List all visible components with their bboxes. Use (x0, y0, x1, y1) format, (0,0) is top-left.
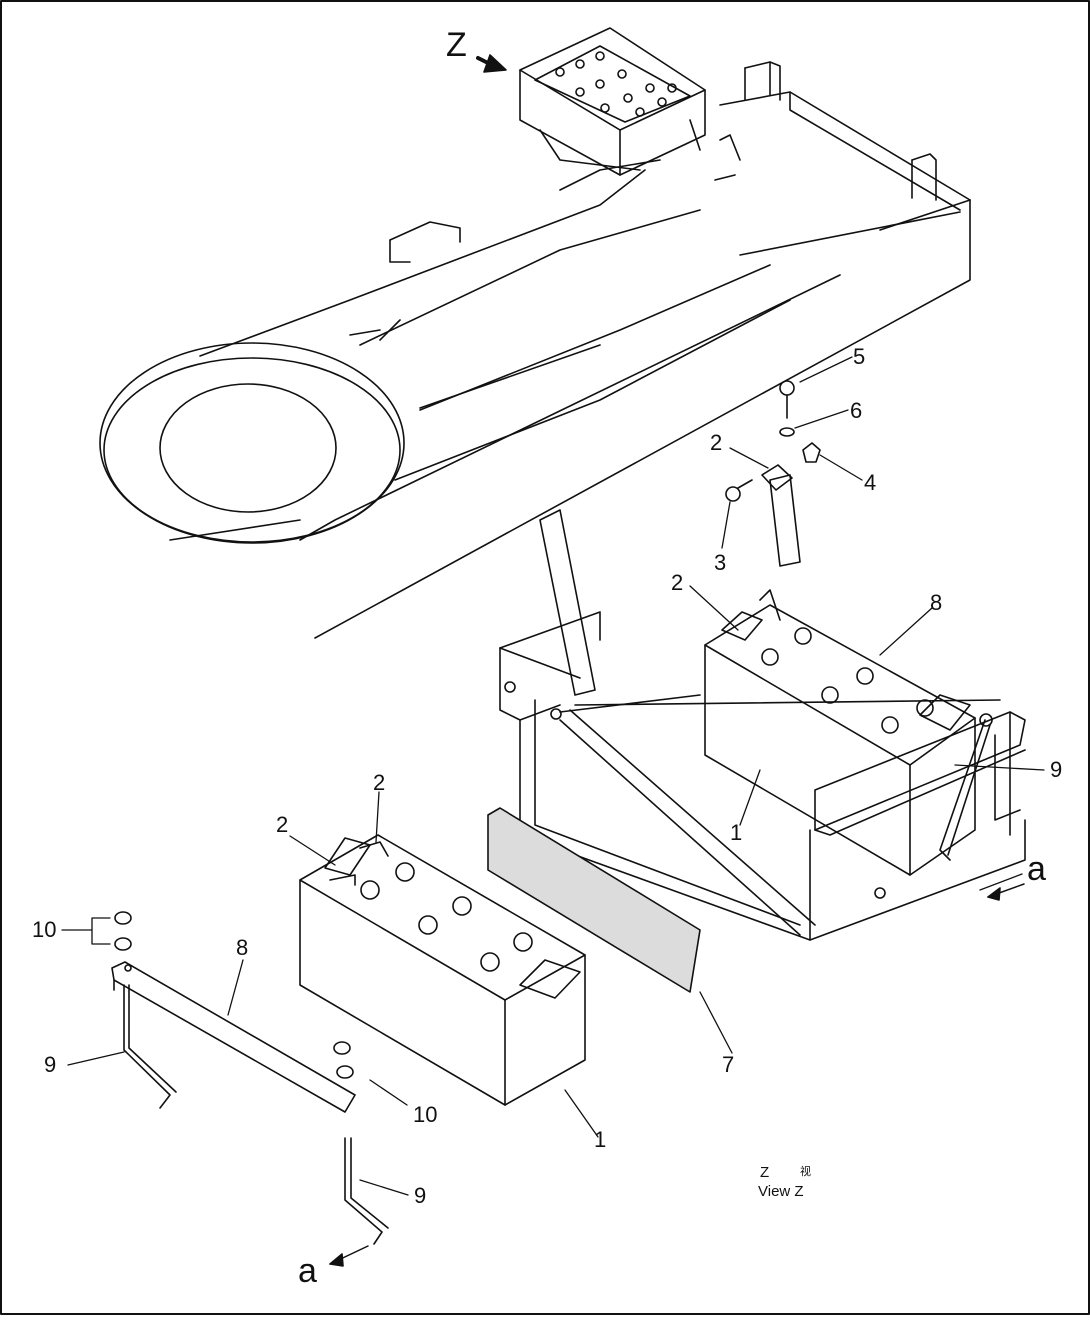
callout-9-right: 9 (1050, 757, 1062, 782)
caption-z: Z (760, 1164, 769, 1181)
callout-4: 4 (864, 470, 876, 495)
callout-10-mid: 10 (413, 1102, 437, 1127)
callout-10-left: 10 (32, 917, 56, 942)
callout-8-top: 8 (930, 590, 942, 615)
callout-1-bottom: 1 (594, 1127, 606, 1152)
callout-2-low-b: 2 (276, 812, 288, 837)
small-hardware (725, 380, 821, 502)
callout-2-low-a: 2 (373, 770, 385, 795)
callout-9-left: 9 (44, 1052, 56, 1077)
callout-2-upper: 2 (710, 430, 722, 455)
rubber-plate (487, 807, 701, 993)
battery-box-view-z (519, 27, 706, 176)
callout-7: 7 (722, 1052, 734, 1077)
revolving-frame (99, 61, 971, 639)
callout-9-bottom: 9 (414, 1183, 426, 1208)
callout-6: 6 (850, 398, 862, 423)
section-marker-a-right: a (1027, 850, 1046, 888)
clamp-parts (111, 911, 389, 1245)
leader-lines (61, 356, 1045, 1196)
caption-z-cjk: 视 (800, 1164, 811, 1178)
section-marker-a-bottom: a (298, 1252, 317, 1290)
battery-loose (299, 834, 586, 1106)
callout-2-mid: 2 (671, 570, 683, 595)
callout-8-left: 8 (236, 935, 248, 960)
callout-1-top: 1 (730, 820, 742, 845)
arrows (329, 54, 1025, 1267)
battery-box-installed (499, 474, 1026, 941)
view-z-marker: Z (446, 26, 467, 64)
callout-3: 3 (714, 550, 726, 575)
callout-5: 5 (853, 344, 865, 369)
caption-view-z: View Z (758, 1183, 804, 1200)
